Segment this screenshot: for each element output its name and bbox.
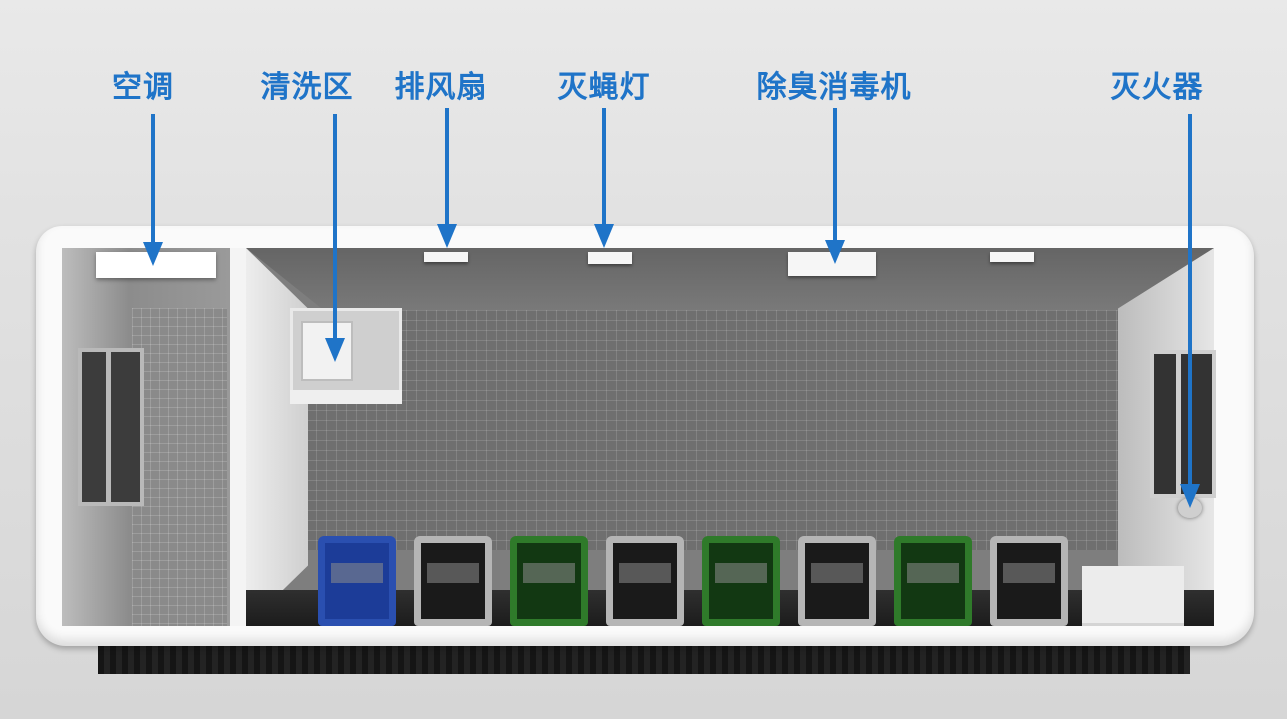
right-wall-window [1150, 350, 1216, 498]
waste-bin-gray [798, 536, 876, 626]
label-exhaust-fan: 排风扇 [394, 70, 488, 105]
fly-killer-lamp-fixture [588, 252, 632, 264]
label-fly-killer-lamp: 灭蝇灯 [557, 70, 651, 105]
storage-cabinet [1082, 566, 1184, 626]
main-room [246, 248, 1214, 626]
waste-bin-gray [606, 536, 684, 626]
label-fire-extinguisher: 灭火器 [1110, 70, 1204, 105]
waste-bin-green [510, 536, 588, 626]
waste-bin-green [702, 536, 780, 626]
waste-bin-gray [990, 536, 1068, 626]
ceiling-light-fixture [990, 252, 1034, 262]
label-air-conditioner: 空调 [112, 70, 174, 105]
label-deodorizer: 除臭消毒机 [756, 70, 912, 105]
main-room-tile-wall [306, 310, 1136, 550]
room-partition [230, 248, 246, 626]
waste-bin-blue [318, 536, 396, 626]
label-washing-area: 清洗区 [260, 70, 354, 105]
main-room-left-wall [246, 248, 308, 626]
left-room [62, 248, 230, 626]
washing-sink [290, 308, 402, 404]
exhaust-fan-fixture [424, 252, 468, 262]
left-room-tile-wall [132, 308, 227, 626]
waste-bin-gray [414, 536, 492, 626]
left-room-window [78, 348, 144, 506]
waste-bin-green [894, 536, 972, 626]
sink-ledge [290, 390, 402, 404]
container-base [98, 642, 1190, 674]
main-room-ceiling [246, 248, 1214, 310]
